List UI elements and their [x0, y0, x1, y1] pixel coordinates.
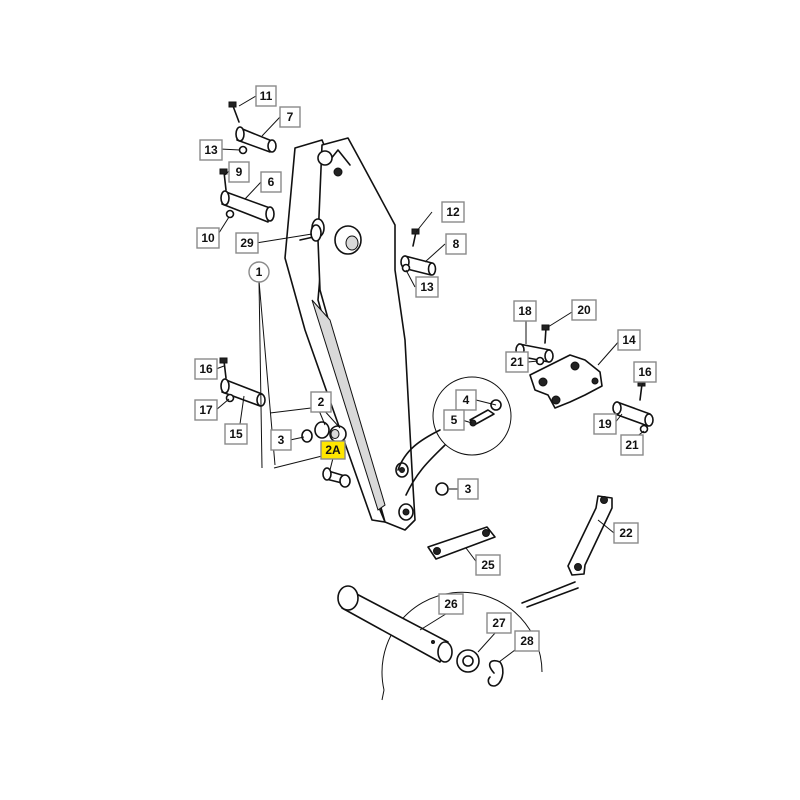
callout-2a: 2A	[320, 440, 346, 460]
callout-22: 22	[613, 522, 639, 544]
clip-28	[487, 659, 504, 687]
svg-text:26: 26	[444, 597, 458, 611]
callout-7: 7	[279, 106, 301, 128]
bolt-11	[228, 101, 240, 123]
callout-5: 5	[443, 409, 465, 431]
svg-text:6: 6	[268, 175, 275, 189]
callout-15: 15	[224, 423, 248, 445]
bush-29	[310, 224, 322, 242]
bolt-9	[219, 168, 228, 191]
washer-3-right	[435, 482, 449, 496]
dipper-arm	[284, 137, 416, 531]
callout-17: 17	[194, 399, 218, 421]
callout-28: 28	[514, 630, 540, 652]
link-25	[427, 526, 496, 560]
nut-13-right	[401, 263, 411, 273]
pin-6	[220, 190, 275, 223]
callout-3-right: 3	[457, 478, 479, 500]
svg-text:13: 13	[420, 280, 434, 294]
pin-26	[337, 585, 453, 663]
callout-13-top: 13	[199, 139, 223, 161]
nut-21-right	[639, 424, 649, 434]
pin-19	[612, 401, 654, 427]
svg-text:16: 16	[199, 362, 213, 376]
bolt-16-right	[637, 380, 646, 401]
svg-text:1: 1	[256, 265, 263, 279]
bolt-20	[541, 324, 550, 344]
washer-3-left	[301, 429, 313, 443]
callout-3-left: 3	[270, 429, 292, 451]
svg-text:21: 21	[625, 438, 639, 452]
callout-8: 8	[445, 233, 467, 255]
bush-2a	[322, 467, 351, 488]
pin-8	[400, 255, 437, 276]
link-22	[567, 495, 613, 576]
callout-11: 11	[255, 85, 277, 107]
callout-9: 9	[228, 161, 250, 183]
bolt-16-left	[219, 357, 228, 379]
callout-26: 26	[438, 593, 464, 615]
svg-text:12: 12	[446, 205, 460, 219]
svg-text:20: 20	[577, 303, 591, 317]
svg-text:2A: 2A	[325, 443, 341, 457]
callout-18: 18	[513, 300, 537, 322]
callout-13-right: 13	[415, 276, 439, 298]
svg-text:7: 7	[287, 110, 294, 124]
pin-7	[235, 126, 277, 153]
callout-10: 10	[196, 227, 220, 249]
svg-text:5: 5	[451, 413, 458, 427]
grease-nipple-detail	[432, 376, 512, 456]
svg-text:21: 21	[510, 355, 524, 369]
callout-16-left: 16	[194, 358, 218, 380]
svg-text:25: 25	[481, 558, 495, 572]
callout-12: 12	[441, 201, 465, 223]
callout-2: 2	[310, 391, 332, 413]
svg-text:8: 8	[453, 237, 460, 251]
callout-25: 25	[475, 554, 501, 576]
svg-text:10: 10	[201, 231, 215, 245]
svg-text:22: 22	[619, 526, 633, 540]
svg-text:29: 29	[240, 236, 254, 250]
callout-16-right: 16	[633, 361, 657, 383]
svg-text:27: 27	[492, 616, 506, 630]
svg-text:3: 3	[278, 433, 285, 447]
callout-20: 20	[571, 299, 597, 321]
callout-4: 4	[455, 389, 477, 411]
nut-13-top	[238, 145, 248, 155]
callout-21-right: 21	[620, 434, 644, 456]
link-14	[529, 354, 603, 409]
callout-29: 29	[235, 232, 259, 254]
svg-text:11: 11	[260, 89, 273, 103]
svg-text:14: 14	[622, 333, 636, 347]
callout-27: 27	[486, 612, 512, 634]
callout-19: 19	[593, 413, 617, 435]
callout-6: 6	[260, 171, 282, 193]
svg-text:15: 15	[229, 427, 243, 441]
callout-1: 1	[248, 261, 270, 283]
washer-27	[456, 649, 480, 673]
svg-text:9: 9	[236, 165, 243, 179]
svg-text:3: 3	[465, 482, 472, 496]
svg-text:16: 16	[638, 365, 652, 379]
svg-text:17: 17	[199, 403, 213, 417]
callout-14: 14	[617, 329, 641, 351]
svg-text:19: 19	[598, 417, 612, 431]
svg-text:4: 4	[463, 393, 470, 407]
svg-text:13: 13	[204, 143, 218, 157]
nut-10	[225, 209, 235, 219]
bolt-12	[411, 228, 420, 247]
svg-text:28: 28	[520, 634, 534, 648]
callout-21-top: 21	[505, 351, 529, 373]
svg-text:18: 18	[518, 304, 532, 318]
svg-text:2: 2	[318, 395, 325, 409]
